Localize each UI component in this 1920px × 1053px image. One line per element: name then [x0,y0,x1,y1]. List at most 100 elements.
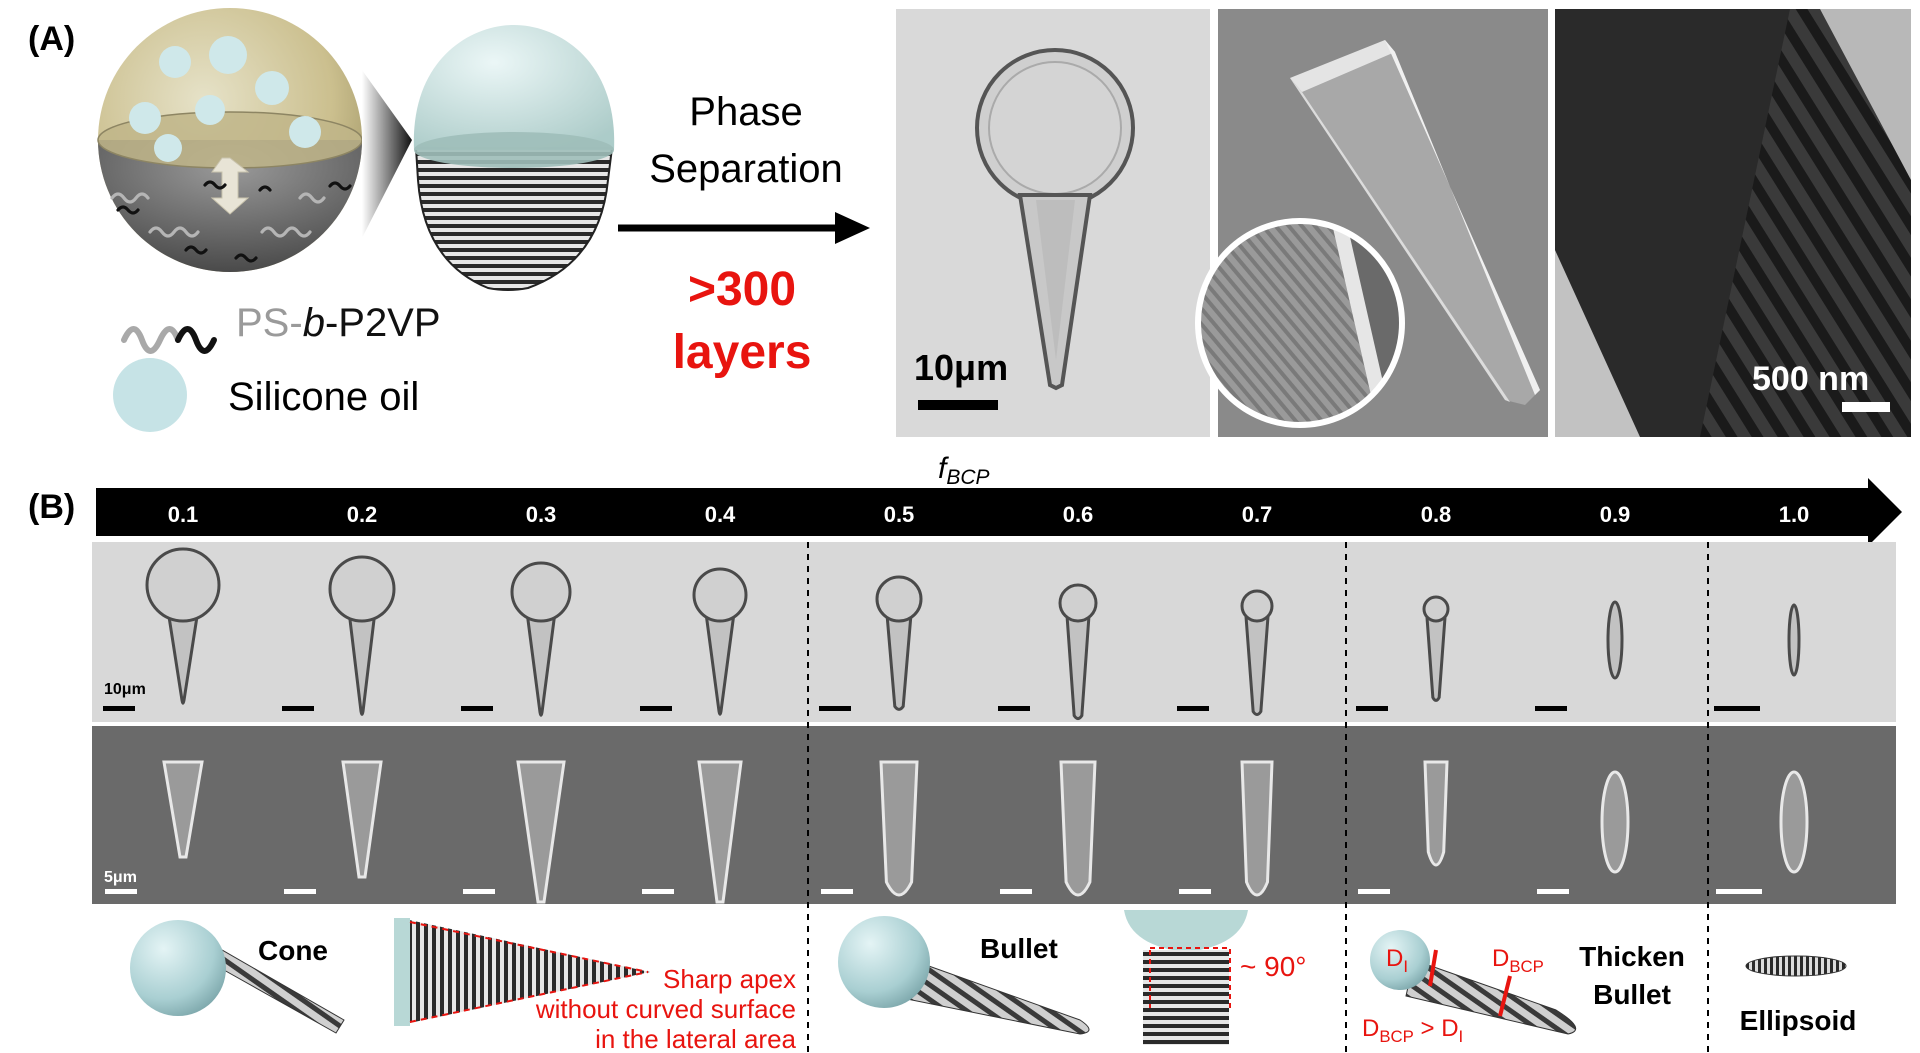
tem-scalebar-label: 500 nm [1752,360,1869,398]
janus-droplet-schematic [97,8,363,272]
shape-label-thicken-line1: Thicken [1579,941,1685,972]
ellipsoid-schematic [1745,955,1847,977]
oil-droplets-inside [129,36,321,162]
optical-row-scalebar-label: 10μm [104,681,146,698]
optical-particle-0.6 [998,583,1098,721]
arrow-label-line2: Separation [649,147,842,191]
optical-scalebar-0.6 [998,706,1030,711]
optical-particle-1.0 [1714,603,1801,711]
tem-scalebar [1842,402,1890,412]
shape-label-ellipsoid: Ellipsoid [1740,1005,1857,1036]
shape-label-thicken-line2: Bullet [1593,979,1671,1010]
d-interface-label: DI [1386,945,1408,976]
legend-polymer-label: PS-b-P2VP [236,301,441,345]
optical-row-background [92,542,1896,722]
sem-scalebar-1.0 [1716,889,1762,894]
sem-scalebar-0.5 [821,889,853,894]
optical-scalebar-0.2 [282,706,314,711]
fraction-arrow-bar [96,478,1902,546]
cone-note-line3: in the lateral area [595,1024,796,1053]
regime-separators [807,542,1709,1053]
zoom-inset [1195,218,1405,428]
optical-micrograph-a: 10μm [896,9,1210,437]
panel-a-label: (A) [28,20,75,58]
bullet-cap-schematic [1124,910,1248,1045]
optical-scalebar-0.5 [819,706,851,711]
oil-legend-icon [113,358,187,432]
shape-label-bullet: Bullet [980,933,1058,964]
optical-scalebar-label: 10μm [914,347,1008,388]
sem-particle-0.4 [642,760,743,904]
optical-particle-0.9 [1535,600,1624,711]
optical-scalebar-0.8 [1356,706,1388,711]
cone-note-line2: without curved surface [535,994,796,1024]
fraction-label-0.3: 0.3 [526,502,557,527]
cone-note-line1: Sharp apex [663,964,796,994]
optical-particle-0.1 [103,547,221,711]
tem-micrograph-a: 500 nm [1555,9,1911,437]
fraction-label-0.2: 0.2 [347,502,378,527]
sem-row-scalebar-label: 5μm [104,869,137,886]
fraction-label-0.1: 0.1 [168,502,199,527]
thicken-bullet-schematic [1370,930,1577,1035]
sem-particle-0.9 [1537,770,1630,894]
phase-separation-arrow [618,212,870,244]
arrow-label-line1: Phase [689,90,802,134]
bullet-schematic [838,916,1090,1035]
shape-label-cone: Cone [258,935,328,966]
layers-count-line1: >300 [688,263,796,316]
sem-scalebar-0.7 [1179,889,1211,894]
sem-row [105,760,1809,904]
axis-label: fBCP [938,452,990,489]
sem-particle-0.1 [105,760,204,894]
fraction-label-1.0: 1.0 [1779,502,1810,527]
exchange-arrow [210,157,250,215]
fraction-label-0.5: 0.5 [884,502,915,527]
sem-particle-0.6 [1000,760,1097,897]
fraction-label-0.7: 0.7 [1242,502,1273,527]
polymer-chains [110,180,352,263]
sem-particle-0.2 [284,760,383,894]
legend: PS-b-P2VP Silicone oil [113,301,441,432]
optical-particle-0.2 [282,555,396,716]
sem-particle-1.0 [1716,770,1809,894]
optical-scalebar-0.4 [640,706,672,711]
optical-particle-0.7 [1177,589,1274,716]
optical-row [103,547,1801,721]
optical-particle-0.8 [1356,595,1450,711]
optical-scalebar-0.7 [1177,706,1209,711]
optical-scalebar-0.3 [461,706,493,711]
optical-scalebar-0.1 [103,706,135,711]
optical-particle-0.3 [461,561,572,717]
sem-scalebar-0.1 [105,889,137,894]
sem-particle-0.5 [821,760,919,897]
fraction-label-0.4: 0.4 [705,502,736,527]
polymer-legend-icon [121,326,217,354]
layers-count-line2: layers [673,326,812,379]
sem-scalebar-0.3 [463,889,495,894]
sem-row-background [92,726,1896,904]
sem-scalebar-0.6 [1000,889,1032,894]
fraction-label-0.8: 0.8 [1421,502,1452,527]
angle-label: ~ 90° [1240,951,1306,982]
optical-scalebar [918,400,998,410]
panel-b-label: (B) [28,488,75,526]
sem-particle-0.3 [463,760,566,904]
legend-oil-label: Silicone oil [228,375,419,419]
optical-particle-0.4 [640,567,748,716]
optical-scalebar-0.9 [1535,706,1567,711]
cone-schematic [130,920,345,1034]
sem-scalebar-0.8 [1358,889,1390,894]
d-relation-label: DBCP > DI [1362,1015,1463,1046]
striped-bullet-schematic [413,25,615,291]
optical-scalebar-1.0 [1714,706,1760,711]
fraction-label-0.9: 0.9 [1600,502,1631,527]
sem-scalebar-0.9 [1537,889,1569,894]
sem-particle-0.8 [1358,760,1449,894]
process-chevron-fill [362,70,412,238]
d-bcp-label: DBCP [1492,945,1544,976]
sem-micrograph-a [1195,9,1548,437]
sem-scalebar-0.2 [284,889,316,894]
